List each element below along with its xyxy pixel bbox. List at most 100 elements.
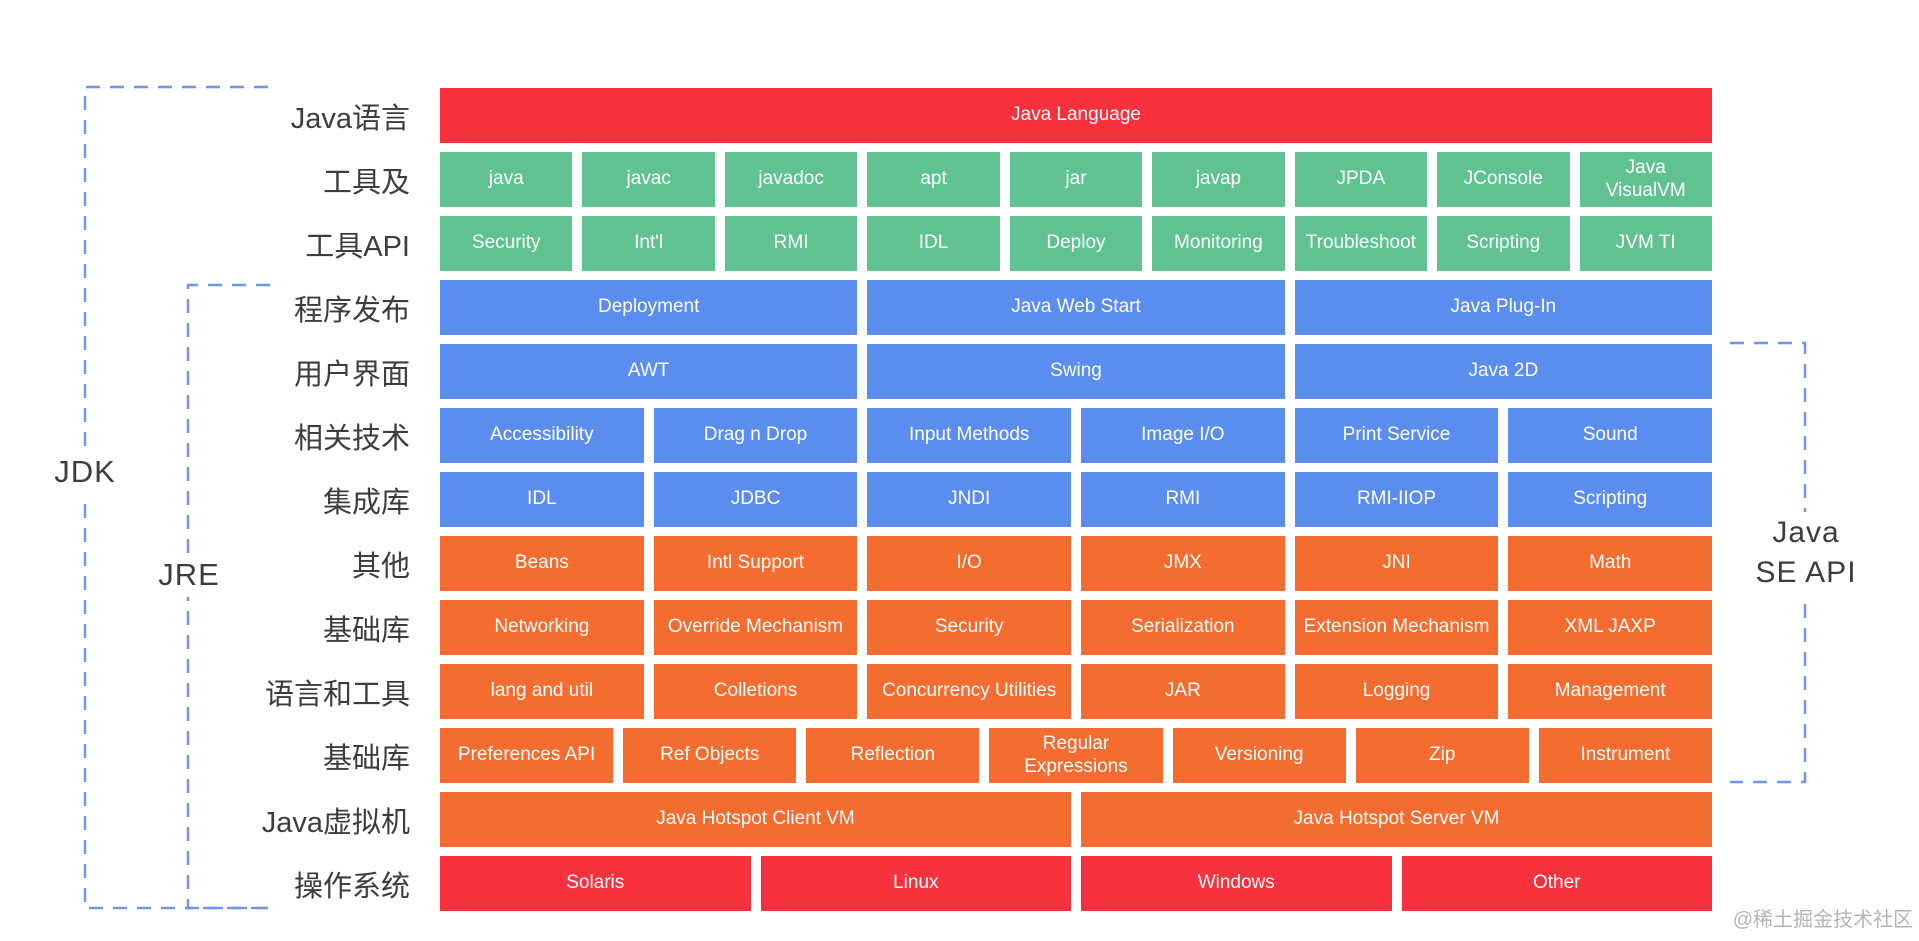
jdk-label: JDK [36, 450, 134, 494]
row-label: 相关技术 [293, 422, 410, 455]
diagram-block: Management [1508, 664, 1713, 719]
row-label: 工具API [305, 230, 410, 263]
diagram-block: Deployment [440, 280, 858, 335]
watermark-text: @稀土掘金技术社区 [1732, 909, 1913, 931]
row-blocks: Java Language [440, 88, 1712, 143]
diagram-block: I/O [867, 536, 1072, 591]
diagram-block: Concurrency Utilities [867, 664, 1072, 719]
row-label: 基础库 [322, 742, 410, 775]
diagram-block: Accessibility [440, 408, 644, 463]
diagram-block: JPDA [1294, 152, 1428, 207]
diagram-block: Drag n Drop [653, 408, 858, 463]
diagram-block: Java Web Start [867, 280, 1285, 335]
diagram-block: Beans [440, 536, 644, 591]
diagram-block: Deploy [1009, 216, 1143, 271]
diagram-block: Override Mechanism [653, 600, 858, 655]
diagram-block: Math [1508, 536, 1713, 591]
diagram-block: Instrument [1538, 728, 1712, 783]
diagram-block: Windows [1081, 856, 1392, 911]
diagram-block: Intl Support [653, 536, 858, 591]
diagram-block: Int'l [582, 216, 715, 271]
row-label: Java语言 [290, 102, 410, 135]
diagram-block: Sound [1508, 408, 1713, 463]
diagram-block: Solaris [440, 856, 751, 911]
diagram-block: AWT [440, 344, 858, 399]
diagram-block: IDL [440, 472, 644, 527]
diagram-block: Ref Objects [623, 728, 797, 783]
diagram-block: apt [867, 152, 1000, 207]
row-label: 用户界面 [293, 358, 410, 391]
row-label: 工具及 [322, 166, 410, 199]
diagram-block: jar [1009, 152, 1143, 207]
diagram-block: Swing [867, 344, 1285, 399]
diagram-block: JAR [1081, 664, 1285, 719]
row-label: 其他 [351, 550, 410, 583]
diagram-block: Java Language [440, 88, 1712, 143]
diagram-block: Java VisualVM [1579, 152, 1712, 207]
diagram-block: Security [440, 216, 573, 271]
diagram-block: IDL [867, 216, 1000, 271]
java-se-api-label-line2: SE API [1755, 556, 1857, 589]
diagram-block: XML JAXP [1508, 600, 1713, 655]
diagram-block: RMI-IIOP [1294, 472, 1499, 527]
diagram-block: JDBC [653, 472, 858, 527]
diagram-block: Serialization [1081, 600, 1285, 655]
row-label: 操作系统 [293, 870, 410, 903]
diagram-block: Scripting [1508, 472, 1713, 527]
diagram-block: Linux [760, 856, 1071, 911]
row-label: 程序发布 [293, 294, 410, 327]
diagram-block: Other [1401, 856, 1712, 911]
diagram-block: Monitoring [1152, 216, 1285, 271]
diagram-block: Regular Expressions [989, 728, 1163, 783]
row-label: 语言和工具 [264, 678, 410, 711]
diagram-block: javac [582, 152, 715, 207]
diagram-block: Zip [1355, 728, 1529, 783]
diagram-block: Extension Mechanism [1294, 600, 1499, 655]
diagram-block: Logging [1294, 664, 1499, 719]
diagram-block: Colletions [653, 664, 858, 719]
jre-label: JRE [140, 553, 238, 597]
diagram-block: Security [867, 600, 1072, 655]
diagram-block: java [440, 152, 573, 207]
java-se-api-label-line1: Java [1772, 515, 1840, 549]
diagram-block: JMX [1081, 536, 1285, 591]
diagram-block: javadoc [724, 152, 858, 207]
diagram-block: JNI [1294, 536, 1499, 591]
row-label: 集成库 [322, 486, 410, 519]
java-se-api-label: Java SE API [1728, 512, 1884, 594]
diagram-block: Preferences API [440, 728, 614, 783]
diagram-block: Versioning [1172, 728, 1346, 783]
diagram-block: Reflection [806, 728, 980, 783]
diagram-block: lang and util [440, 664, 644, 719]
diagram-block: Networking [440, 600, 644, 655]
diagram-block: Java Hotspot Server VM [1081, 792, 1712, 847]
diagram-block: javap [1152, 152, 1285, 207]
diagram-block: Print Service [1294, 408, 1499, 463]
row-label: 基础库 [322, 614, 410, 647]
diagram-block: Troubleshoot [1294, 216, 1428, 271]
diagram-block: Image I/O [1081, 408, 1285, 463]
diagram-row: Java语言 Java Language [150, 88, 1712, 143]
